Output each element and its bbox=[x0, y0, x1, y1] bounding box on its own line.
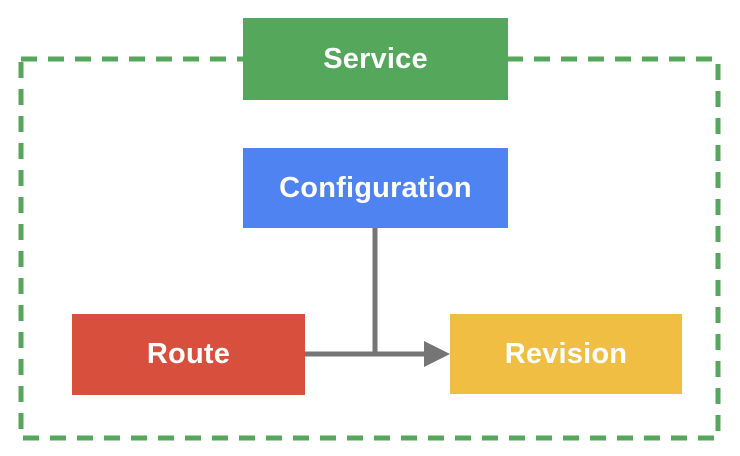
node-revision-label: Revision bbox=[504, 337, 628, 370]
node-route[interactable]: Route bbox=[72, 314, 305, 395]
node-service-label: Service bbox=[323, 42, 428, 75]
node-revision[interactable]: Revision bbox=[450, 314, 682, 394]
node-configuration-label: Configuration bbox=[279, 171, 472, 204]
node-service[interactable]: Service bbox=[243, 18, 508, 100]
node-route-label: Route bbox=[146, 338, 231, 370]
node-configuration[interactable]: Configuration bbox=[243, 148, 508, 228]
arrowhead-icon bbox=[424, 341, 450, 367]
